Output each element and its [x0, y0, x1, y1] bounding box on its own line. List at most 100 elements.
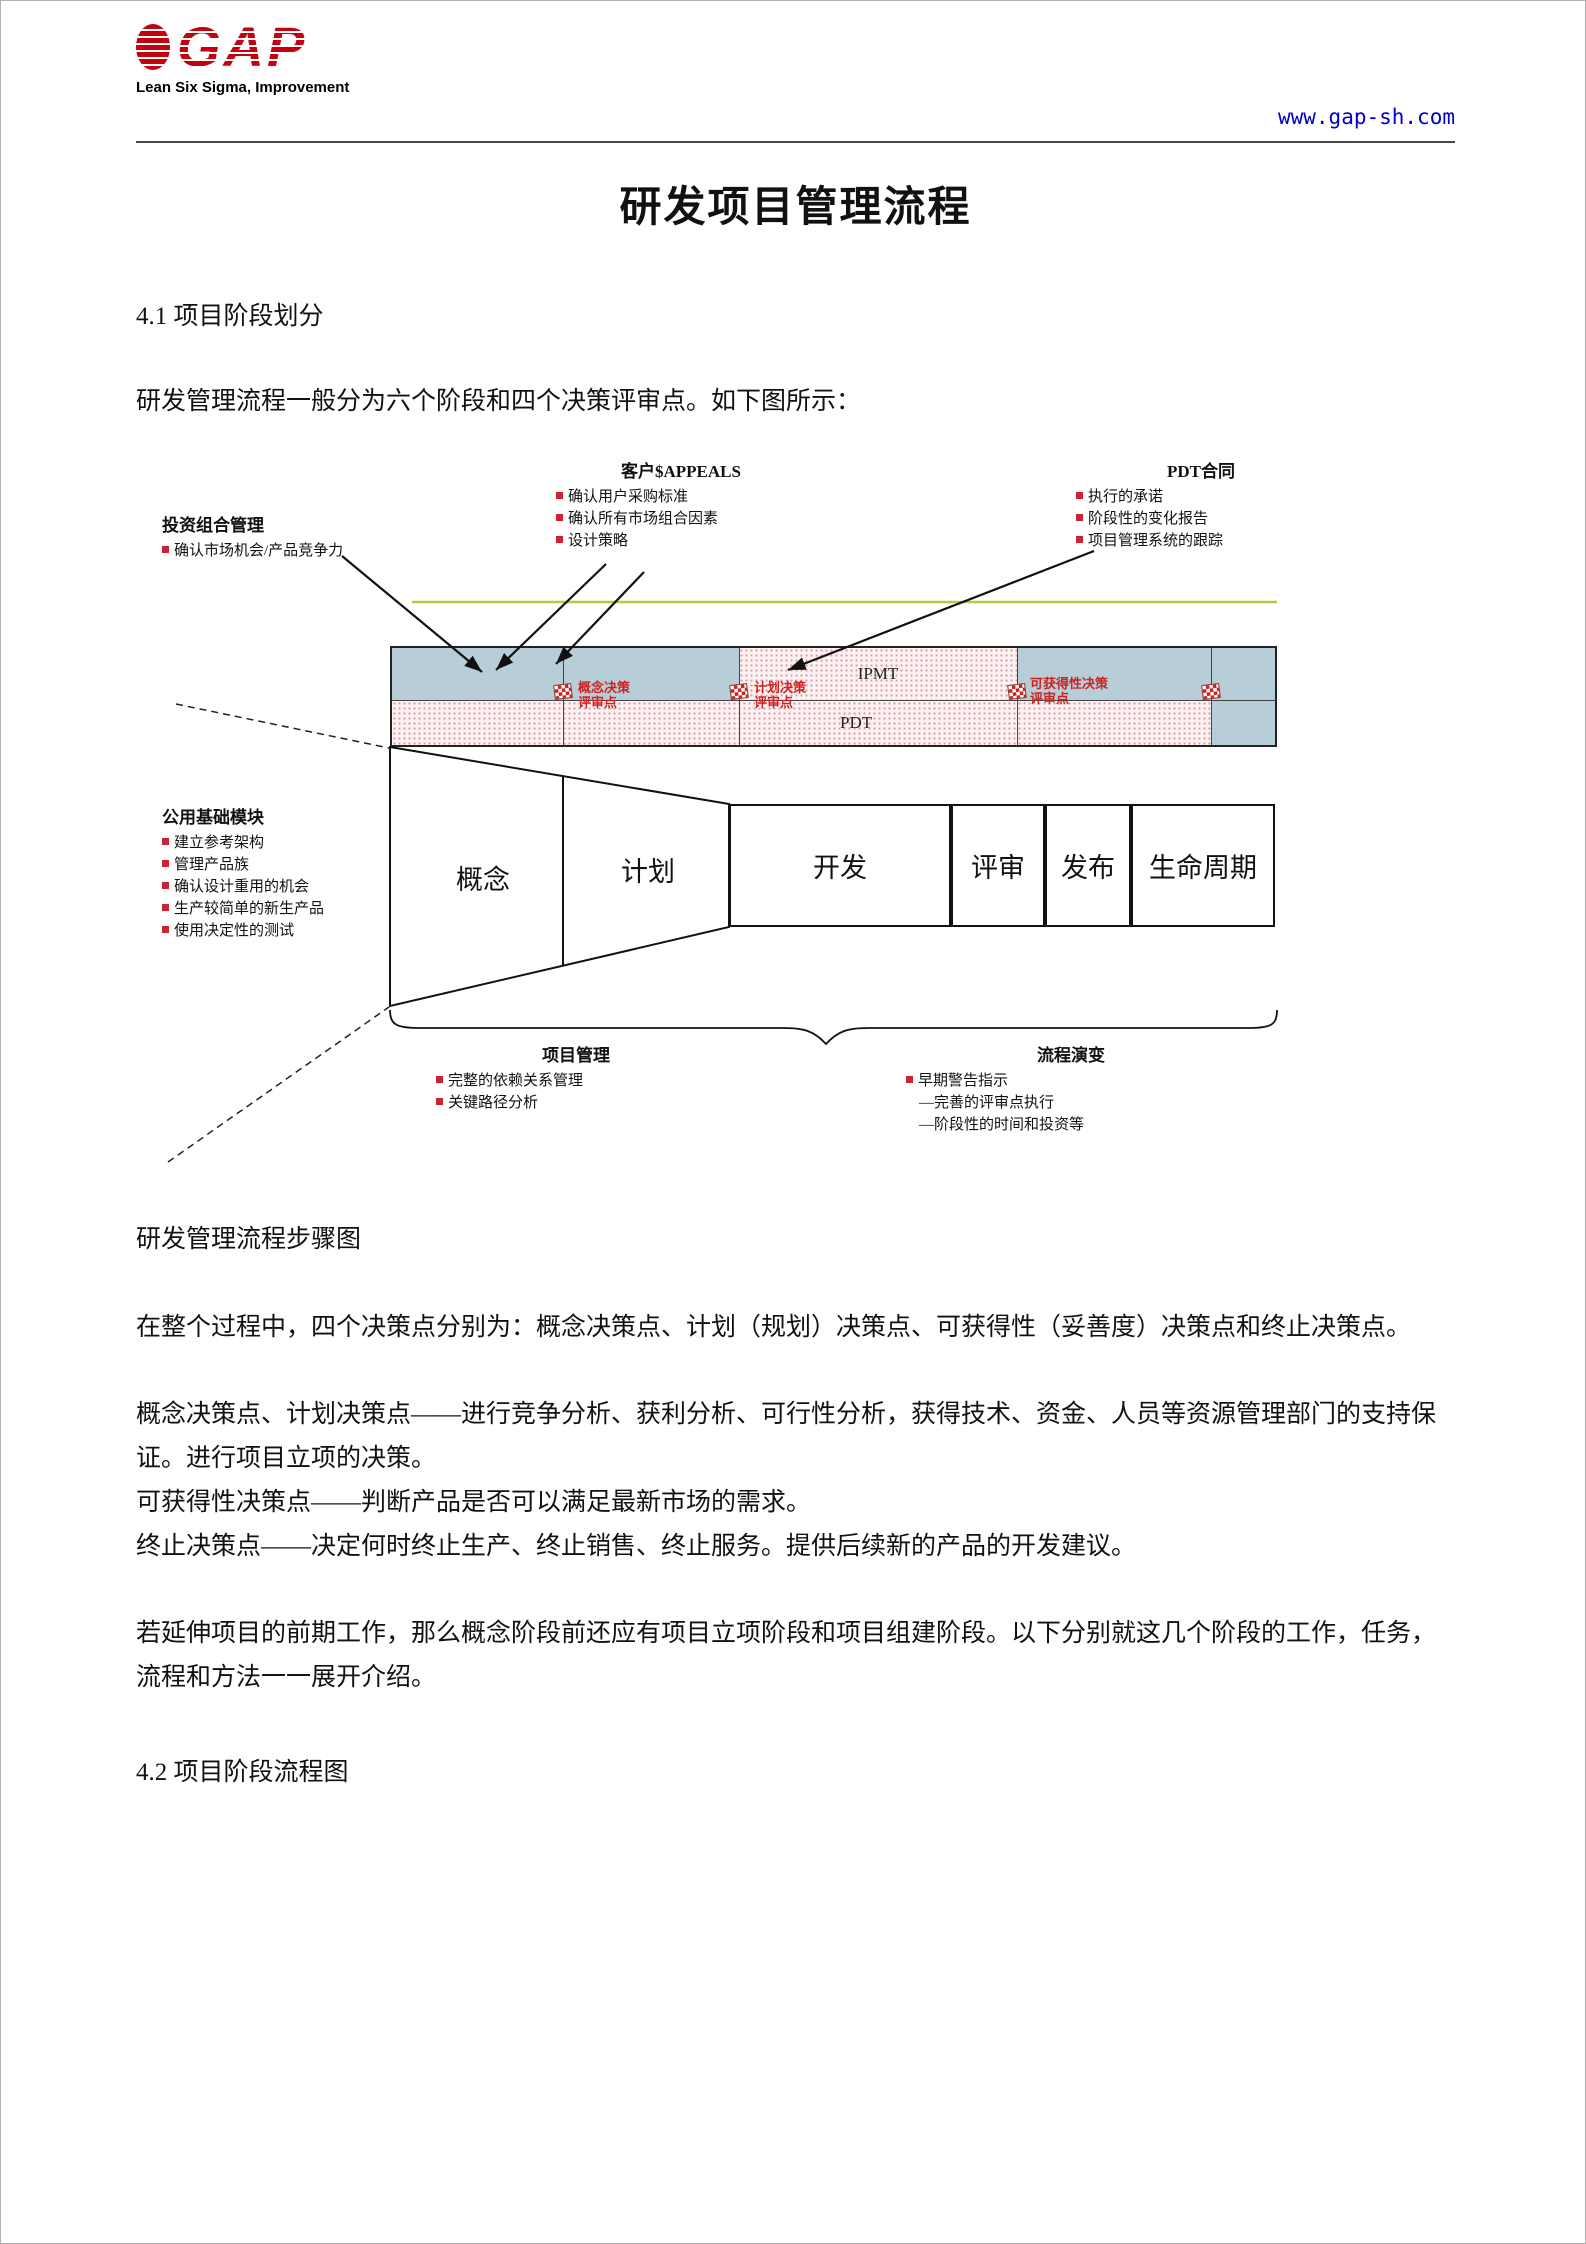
funnel-dashed-line-bottom [167, 1006, 390, 1163]
stage-label: 评审 [971, 852, 1025, 883]
section-41-heading: 4.1 项目阶段划分 [136, 303, 324, 330]
annotation-item: 建立参考架构 [162, 833, 377, 854]
annotation-item: 早期警告指示 [906, 1071, 1236, 1092]
gap-logo-mark-icon [136, 24, 170, 70]
annotation-item-text: 完整的依赖关系管理 [448, 1072, 584, 1089]
checkpoint-label-line: 评审点 [578, 695, 618, 711]
checkpoint-label-line: 评审点 [754, 695, 794, 711]
bullet-square-icon [436, 1097, 443, 1105]
header: GAP Lean Six Sigma, Improvement www.gap-… [136, 1, 1455, 143]
paragraph-decision-points: 在整个过程中，四个决策点分别为：概念决策点、计划（规划）决策点、可获得性（妥善度… [136, 1313, 1412, 1341]
diagram-caption: 研发管理流程步骤图 [136, 1225, 362, 1253]
annotation-pdt-contract: PDT合同 执行的承诺 阶段性的变化报告 项目管理系统的跟踪 [1076, 460, 1326, 553]
stage-label: 开发 [813, 852, 867, 883]
section-42-heading: 4.2 项目阶段流程图 [136, 1758, 349, 1786]
annotation-item: 管理产品族 [162, 855, 377, 876]
annotation-item-text: 关键路径分析 [448, 1094, 539, 1111]
stage-review: 评审 [951, 803, 1045, 927]
bullet-square-icon [556, 535, 563, 543]
checkpoint-label-line: 计划决策 [754, 679, 807, 695]
gap-logo-text: GAP [177, 15, 308, 78]
checkered-flag-icon [1007, 682, 1027, 700]
stage-release: 发布 [1045, 803, 1131, 927]
process-diagram: IPMT PDT 概念决策 评审点 [136, 456, 1457, 1176]
bullet-square-icon [1076, 535, 1083, 543]
annotation-item-text: 确认用户采购标准 [568, 488, 689, 505]
annotation-item: 确认设计重用的机会 [162, 877, 377, 898]
page-title: 研发项目管理流程 [619, 185, 972, 231]
pdt-row: PDT [392, 700, 1275, 745]
bullet-square-icon [556, 491, 563, 499]
checkpoint-label-line: 可获得性决策 [1030, 675, 1109, 691]
annotation-item-text: 确认设计重用的机会 [174, 878, 310, 895]
annotation-item-text: 执行的承诺 [1088, 488, 1164, 505]
checkered-flag-icon [553, 682, 573, 700]
checkpoint-label-line: 概念决策 [578, 679, 631, 695]
annotation-portfolio: 投资组合管理 确认市场机会/产品竞争力 [162, 514, 442, 563]
checkered-flag-icon [729, 682, 749, 700]
bullet-square-icon [162, 545, 169, 553]
bullet-square-icon [1076, 513, 1083, 521]
annotation-item-text: 管理产品族 [174, 856, 250, 873]
annotation-item: 确认用户采购标准 [556, 487, 806, 508]
bullet-square-icon [1076, 491, 1083, 499]
annotation-item-text: 生产较简单的新生产品 [174, 900, 325, 917]
stage-lifecycle: 生命周期 [1131, 803, 1275, 927]
annotation-item-text: 阶段性的变化报告 [1088, 510, 1209, 527]
paragraph-extension: 若延伸项目的前期工作，那么概念阶段前还应有项目立项阶段和项目组建阶段。以下分别就… [136, 1620, 1437, 1691]
ipmt-segment: IPMT [739, 647, 1017, 700]
bullet-square-icon [436, 1075, 443, 1083]
annotation-item-text: 建立参考架构 [174, 834, 265, 851]
bullet-square-icon [162, 859, 169, 867]
section-41-intro: 研发管理流程一般分为六个阶段和四个决策评审点。如下图所示： [136, 388, 862, 415]
checkered-flag-icon [1201, 682, 1221, 700]
checkpoint-label-availability: 可获得性决策 评审点 [1030, 676, 1140, 707]
annotation-item: 确认所有市场组合因素 [556, 509, 806, 530]
stage-label: 发布 [1061, 852, 1115, 883]
paragraph-termination: 终止决策点——决定何时终止生产、终止销售、终止服务。提供后续新的产品的开发建议。 [136, 1532, 1137, 1560]
bullet-square-icon [162, 925, 169, 933]
annotation-item: —阶段性的时间和投资等 [906, 1115, 1236, 1136]
annotation-item: —完善的评审点执行 [906, 1093, 1236, 1114]
annotation-item: 关键路径分析 [436, 1093, 716, 1114]
annotation-item-text: 确认市场机会/产品竞争力 [174, 542, 344, 559]
annotation-cbb: 公用基础模块 建立参考架构 管理产品族 确认设计重用的机会 生产较简单的新生产品… [162, 806, 377, 943]
annotation-title: 项目管理 [542, 1045, 610, 1065]
annotation-item-text: 设计策略 [568, 532, 629, 549]
checkpoint-label-concept: 概念决策 评审点 [578, 680, 688, 711]
funnel-dashed-line-top [175, 703, 390, 749]
bullet-square-icon [162, 881, 169, 889]
annotation-item-text: —阶段性的时间和投资等 [919, 1116, 1085, 1133]
annotation-title: 客户$APPEALS [621, 461, 741, 481]
annotation-customer-appeals: 客户$APPEALS 确认用户采购标准 确认所有市场组合因素 设计策略 [556, 460, 806, 553]
stage-concept: 概念 [456, 864, 510, 895]
annotation-title: 流程演变 [1037, 1045, 1105, 1065]
end-segment [1211, 700, 1275, 745]
annotation-item-text: —完善的评审点执行 [919, 1094, 1055, 1111]
annotation-item: 生产较简单的新生产品 [162, 899, 377, 920]
curly-brace [389, 1009, 1278, 1046]
annotation-item: 项目管理系统的跟踪 [1076, 531, 1326, 552]
paragraph-availability: 可获得性决策点——判断产品是否可以满足最新市场的需求。 [136, 1488, 812, 1516]
logo-tagline: Lean Six Sigma, Improvement [136, 79, 350, 96]
paragraph-concept-plan: 概念决策点、计划决策点——进行竞争分析、获利分析、可行性分析，获得技术、资金、人… [136, 1401, 1437, 1472]
annotation-item-text: 早期警告指示 [918, 1072, 1009, 1089]
website-link[interactable]: www.gap-sh.com [1277, 105, 1455, 129]
document-content: GAP Lean Six Sigma, Improvement www.gap-… [1, 1, 1585, 1788]
annotation-item: 使用决定性的测试 [162, 921, 377, 942]
annotation-title: PDT合同 [1167, 461, 1235, 481]
annotation-item: 执行的承诺 [1076, 487, 1326, 508]
gap-logo: GAP [136, 19, 1455, 75]
annotation-title: 公用基础模块 [162, 807, 264, 827]
bullet-square-icon [556, 513, 563, 521]
annotation-item: 阶段性的变化报告 [1076, 509, 1326, 530]
annotation-project-management: 项目管理 完整的依赖关系管理 关键路径分析 [436, 1044, 716, 1115]
annotation-item: 设计策略 [556, 531, 806, 552]
stage-label: 生命周期 [1149, 852, 1257, 883]
annotation-item-text: 使用决定性的测试 [174, 922, 295, 939]
annotation-item: 确认市场机会/产品竞争力 [162, 541, 442, 562]
checkpoint-label-plan: 计划决策 评审点 [754, 680, 864, 711]
stage-develop: 开发 [729, 803, 951, 927]
bullet-square-icon [162, 837, 169, 845]
